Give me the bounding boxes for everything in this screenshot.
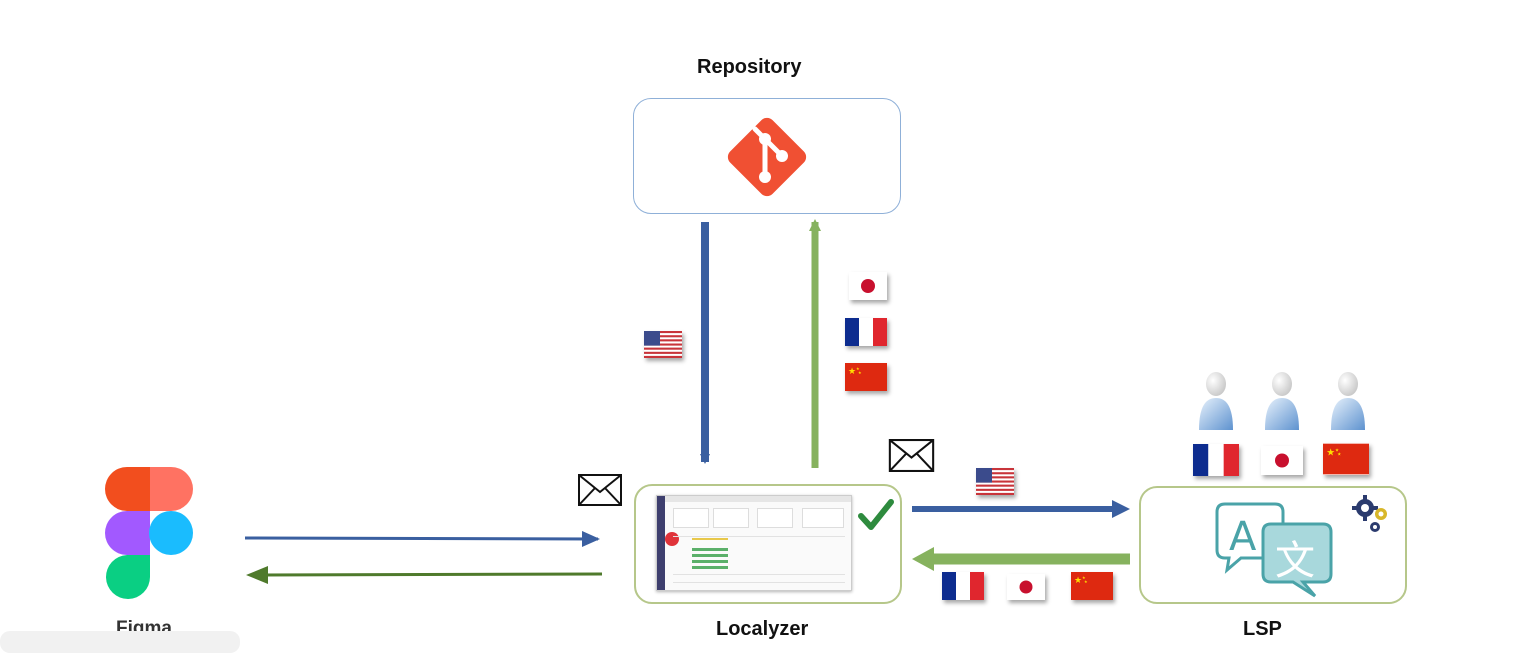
svg-text:文: 文 [1275, 538, 1315, 584]
lsp-box: A 文 [1139, 486, 1407, 604]
svg-text:★: ★ [1082, 575, 1086, 580]
flag-cn-translator: ★★★ [1323, 443, 1369, 475]
envelope-icon [578, 474, 622, 506]
flag-fr-repo-up [845, 318, 887, 346]
figma-icon [105, 467, 193, 599]
flag-cn-repo-up: ★★★ [845, 363, 887, 391]
lsp-label: LSP [1243, 618, 1282, 640]
svg-text:★: ★ [1074, 576, 1082, 586]
envelope-icon [888, 439, 935, 472]
app-screenshot-icon [656, 495, 852, 591]
localyzer-label: Localyzer [716, 618, 809, 640]
svg-text:★: ★ [856, 366, 860, 371]
localyzer-box [634, 484, 902, 604]
git-icon [727, 117, 807, 197]
arrow-localyzer-to-figma [261, 572, 603, 577]
svg-text:★: ★ [1337, 452, 1341, 457]
svg-text:A: A [1229, 514, 1257, 560]
svg-text:★: ★ [858, 370, 862, 375]
translator-icon [1196, 370, 1236, 430]
repository-label: Repository [697, 56, 802, 78]
svg-text:★: ★ [1084, 579, 1088, 584]
svg-text:★: ★ [1335, 447, 1339, 452]
translator-icon [1328, 370, 1368, 430]
svg-text:★: ★ [1326, 448, 1335, 459]
flag-jp-repo-up [849, 272, 887, 300]
translator-icon [1262, 370, 1302, 430]
gears-icon [1352, 495, 1387, 532]
checkmark-icon [858, 499, 894, 530]
svg-text:★: ★ [848, 367, 856, 377]
arrow-figma-to-localyzer [244, 530, 600, 547]
flag-jp-translator [1261, 446, 1303, 475]
flag-fr-translator [1193, 444, 1239, 476]
overlay-bar [0, 631, 240, 653]
flag-cn-from-lsp: ★★★ [1071, 572, 1113, 600]
flag-us-to-lsp [976, 468, 1014, 495]
translate-icon: A 文 [1215, 502, 1333, 598]
flag-us-repo-down [644, 331, 682, 358]
flag-fr-from-lsp [942, 572, 984, 600]
flag-jp-from-lsp [1007, 574, 1045, 600]
repository-box [633, 98, 901, 214]
